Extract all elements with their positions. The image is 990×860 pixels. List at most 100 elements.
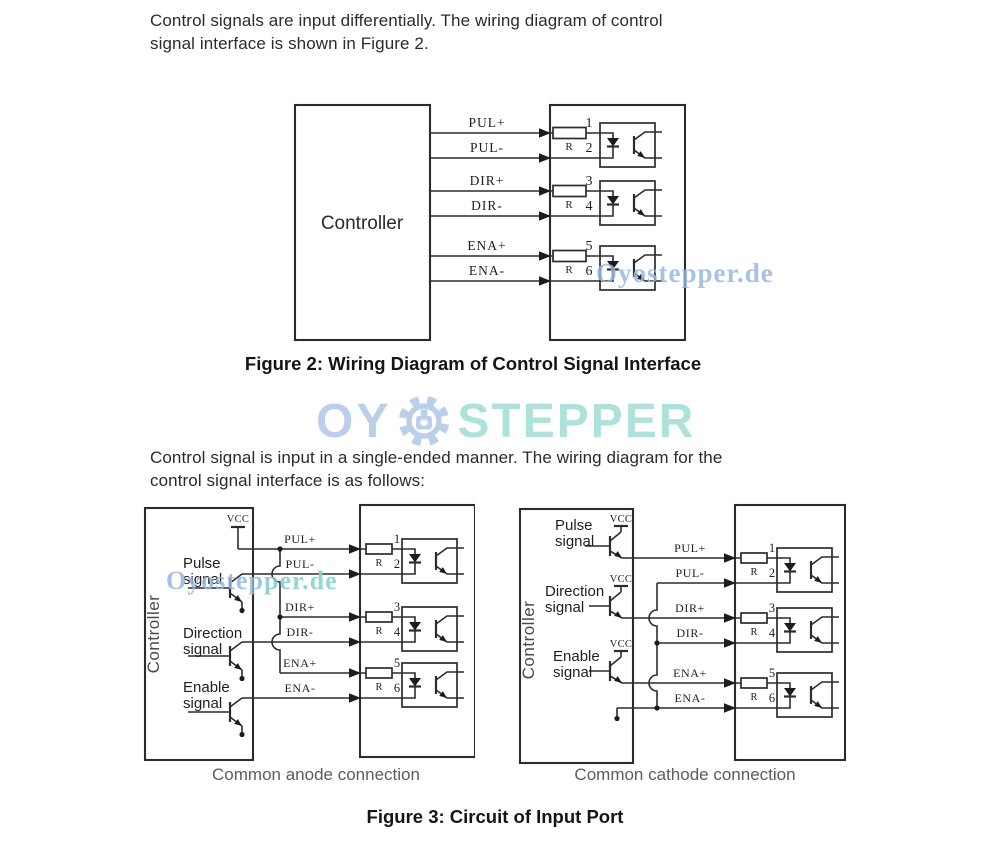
- signal-label-ena-plus: ENA+: [467, 238, 506, 253]
- pin-numbers: 1 2 3 4 5 6: [394, 532, 401, 695]
- resistor-labels: R R R: [750, 567, 757, 703]
- pin-label: 6: [586, 264, 593, 279]
- resistors: [552, 126, 587, 263]
- pulse-label: signal: [555, 533, 594, 550]
- transistor-enable: [188, 697, 245, 738]
- signal-label-dir-minus: DIR-: [471, 198, 503, 213]
- vcc-rail: [231, 525, 245, 549]
- transistor-pulse: [188, 573, 245, 614]
- controller-label: Controller: [519, 601, 538, 680]
- enable-label: signal: [553, 664, 592, 681]
- signal-label-pul-minus: PUL-: [285, 557, 314, 571]
- pin-label: 4: [769, 626, 776, 640]
- pin-label: 1: [769, 541, 775, 555]
- signal-label-pul-minus: PUL-: [470, 140, 504, 155]
- resistors: [740, 552, 768, 689]
- vcc-label: VCC: [227, 514, 250, 525]
- pin-label: 6: [769, 691, 775, 705]
- pin-label: 6: [394, 681, 400, 695]
- intro-paragraph: Control signals are input differentially…: [150, 10, 830, 55]
- common-cathode-caption: Common cathode connection: [574, 765, 796, 784]
- pin-numbers: 1 2 3 4 5 6: [586, 116, 593, 279]
- enable-label: Enable: [183, 679, 230, 696]
- signal-label-dir-plus: DIR+: [675, 601, 705, 615]
- signal-label-pul-plus: PUL+: [674, 541, 706, 555]
- signal-label-dir-plus: DIR+: [285, 600, 315, 614]
- pin-label: 2: [769, 566, 775, 580]
- direction-label: signal: [183, 641, 222, 658]
- pulse-label: Pulse: [183, 555, 221, 572]
- second-paragraph: Control signal is input in a single-ende…: [150, 447, 880, 492]
- resistor-labels: R R R: [375, 558, 382, 693]
- figure3-common-anode-diagram: Controller VCC Pulse: [143, 503, 475, 762]
- resistor-label: R: [750, 627, 757, 638]
- pin-label: 3: [769, 601, 775, 615]
- resistor-label: R: [375, 558, 382, 569]
- signal-label-dir-minus: DIR-: [286, 625, 313, 639]
- resistor-label: R: [565, 264, 573, 276]
- paragraph-line: signal interface is shown in Figure 2.: [150, 33, 429, 53]
- paragraph-line: control signal interface is as follows:: [150, 470, 426, 490]
- watermark-site-text: Oyostepper.de: [596, 258, 774, 288]
- figure3-common-cathode-diagram: Controller VCC VCC VCC: [518, 503, 847, 765]
- controller-label: Controller: [321, 213, 404, 234]
- figure2-caption: Figure 2: Wiring Diagram of Control Sign…: [244, 353, 702, 374]
- pulse-label: signal: [183, 571, 222, 588]
- signal-label-pul-minus: PUL-: [675, 566, 704, 580]
- vcc-label: VCC: [610, 574, 633, 585]
- signal-label-dir-minus: DIR-: [676, 626, 703, 640]
- signal-labels: PUL+ PUL- DIR+ DIR- ENA+ ENA-: [673, 541, 706, 705]
- signal-label-ena-plus: ENA+: [283, 656, 317, 670]
- enable-label: Enable: [553, 648, 600, 665]
- pin-label: 2: [394, 557, 400, 571]
- pin-label: 3: [394, 600, 400, 614]
- pin-label: 5: [394, 656, 400, 670]
- transistor-pulse: VCC: [585, 514, 633, 559]
- controller-box: [143, 506, 255, 762]
- pin-label: 4: [394, 625, 401, 639]
- pin-label: 3: [586, 174, 593, 189]
- vcc-label: VCC: [610, 514, 633, 525]
- direction-label: Direction: [545, 583, 604, 600]
- signal-label-pul-plus: PUL+: [284, 532, 316, 546]
- enable-label: signal: [183, 695, 222, 712]
- signal-label-pul-plus: PUL+: [468, 115, 505, 130]
- common-anode-caption: Common anode connection: [212, 765, 420, 784]
- direction-label: Direction: [183, 625, 242, 642]
- pin-label: 5: [769, 666, 775, 680]
- paragraph-line: Control signals are input differentially…: [150, 11, 663, 30]
- pin-label: 2: [586, 141, 593, 156]
- resistor-label: R: [375, 626, 382, 637]
- direction-label: signal: [545, 599, 584, 616]
- logo-text-left: OY: [316, 394, 392, 448]
- signal-label-dir-plus: DIR+: [470, 173, 505, 188]
- brand-logo-watermark: OY STEPPER: [316, 393, 695, 449]
- pin-label: 4: [586, 199, 593, 214]
- resistors: [365, 543, 393, 679]
- paragraph-line: Control signal is input in a single-ende…: [150, 448, 723, 467]
- pin-label: 1: [394, 532, 400, 546]
- resistor-labels: R R R: [565, 141, 573, 276]
- transistor-direction: [188, 641, 245, 682]
- controller-label: Controller: [144, 595, 163, 674]
- pin-label: 5: [586, 239, 593, 254]
- vcc-label: VCC: [610, 639, 633, 650]
- resistor-label: R: [565, 199, 573, 211]
- figure3-caption: Figure 3: Circuit of Input Port: [366, 806, 624, 827]
- signal-labels: PUL+ PUL- DIR+ DIR- ENA+ ENA-: [467, 115, 506, 278]
- resistor-label: R: [375, 682, 382, 693]
- wiring-lines: [430, 132, 600, 282]
- transistor-direction: VCC: [589, 574, 633, 619]
- controller-box: [293, 103, 432, 342]
- input-signal-labels: Pulse signal Direction signal Enable sig…: [545, 517, 604, 681]
- signal-label-ena-minus: ENA-: [674, 691, 705, 705]
- signal-label-ena-minus: ENA-: [284, 681, 315, 695]
- watermark-site-text: Oyostepper.de: [166, 566, 338, 595]
- signal-labels: PUL+ PUL- DIR+ DIR- ENA+ ENA-: [283, 532, 317, 695]
- resistor-label: R: [750, 567, 757, 578]
- resistor-label: R: [750, 692, 757, 703]
- controller-box: [518, 507, 635, 765]
- pin-label: 1: [586, 116, 593, 131]
- pulse-label: Pulse: [555, 517, 593, 534]
